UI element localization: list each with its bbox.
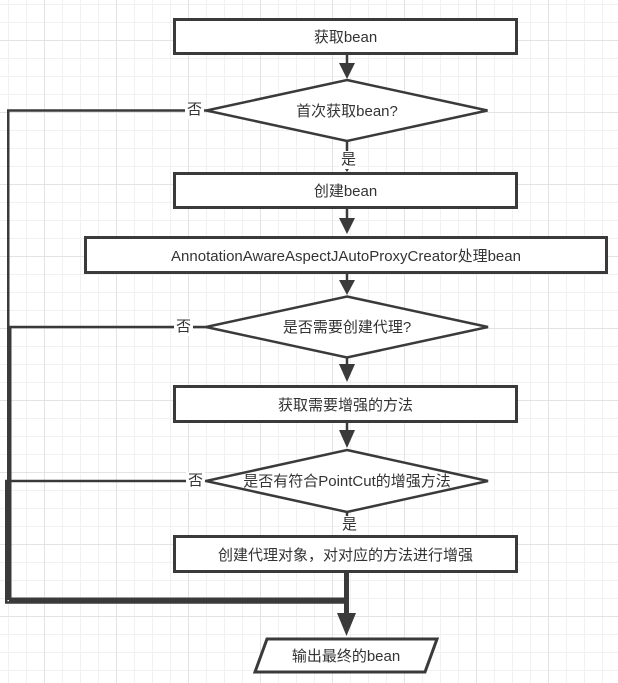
decision-first-get-bean[interactable]	[206, 78, 488, 143]
edge-get-methods-to-pointcut	[339, 423, 355, 448]
edge-proxy-creator-to-need-proxy	[339, 274, 355, 295]
edge-no-first-get-bean	[7, 109, 347, 600]
arrowhead	[339, 430, 355, 448]
arrowhead	[339, 364, 355, 382]
node-label: 获取需要增强的方法	[277, 396, 413, 414]
decision-need-proxy[interactable]	[205, 295, 489, 359]
arrowhead	[339, 280, 355, 295]
decision-pointcut-match[interactable]	[205, 448, 489, 514]
arrowhead	[337, 613, 356, 636]
node-label: 获取bean	[313, 29, 378, 46]
node-label: 创建代理对象，对对应的方法进行增强	[217, 546, 473, 564]
edge-no-pointcut-match	[5, 479, 347, 604]
io-output-bean[interactable]	[252, 637, 440, 674]
edge-label-no-1: 否	[185, 101, 205, 119]
node-create-bean[interactable]: 创建bean	[173, 172, 518, 209]
edge-need-proxy-to-get-methods	[339, 357, 355, 382]
edge-label-yes-1: 是	[339, 151, 359, 169]
edge-create-proxy-to-output	[337, 573, 356, 636]
node-create-proxy-object[interactable]: 创建代理对象，对对应的方法进行增强	[173, 535, 518, 573]
node-proxy-creator[interactable]: AnnotationAwareAspectJAutoProxyCreator处理…	[84, 236, 608, 274]
node-get-bean[interactable]: 获取bean	[173, 18, 518, 55]
node-get-enhance-methods[interactable]: 获取需要增强的方法	[173, 385, 518, 423]
edge-create-bean-to-proxy-creator	[339, 209, 355, 234]
edge-no-need-proxy	[9, 325, 347, 602]
node-label: AnnotationAwareAspectJAutoProxyCreator处理…	[171, 247, 521, 265]
edge-label-yes-2: 是	[340, 516, 360, 534]
edge-label-no-2: 否	[174, 318, 194, 336]
edge-label-no-3: 否	[186, 472, 206, 490]
arrowhead	[339, 218, 355, 234]
edge-get-bean-to-first-get	[339, 55, 355, 79]
node-label: 创建bean	[313, 183, 378, 200]
arrowhead	[339, 63, 355, 79]
